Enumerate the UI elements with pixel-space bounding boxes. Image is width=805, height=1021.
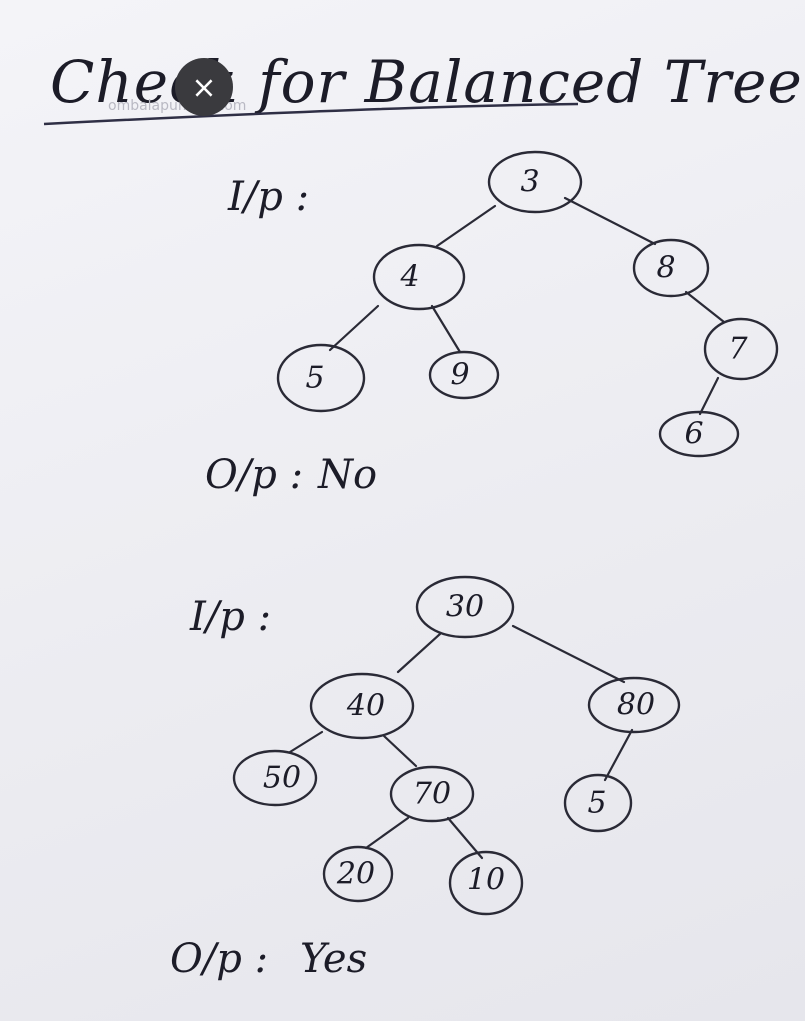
tree2-node: 10 (448, 850, 524, 916)
tree2-node-label: 40 (346, 689, 385, 724)
tree1-node-label: 9 (450, 358, 469, 393)
example-2-input-label: I/p : (189, 594, 271, 640)
tree1-node-label: 3 (520, 165, 539, 200)
tree1-edge (684, 290, 726, 324)
tree1-node: 3 (487, 150, 583, 214)
tree2-node-label: 70 (413, 777, 451, 812)
tree2-edge (382, 734, 418, 768)
tree2-node-label: 30 (446, 590, 484, 625)
tree1-node: 9 (428, 350, 500, 400)
tree2-node: 20 (322, 845, 394, 903)
tree1-node: 5 (276, 343, 366, 413)
tree1-edge (698, 376, 720, 416)
close-icon[interactable]: × (191, 71, 216, 106)
tree2-node: 30 (415, 575, 515, 639)
tree1-edge (563, 196, 657, 246)
tree2-node: 70 (389, 765, 475, 823)
tree2-edge (396, 632, 442, 674)
title-underline (43, 102, 579, 126)
tree1-node-label: 4 (399, 260, 419, 295)
tree1-edge (430, 304, 462, 354)
tree2-node-label: 50 (263, 761, 301, 796)
tree2-edge (364, 816, 410, 850)
tree2-node: 5 (563, 773, 633, 833)
close-button[interactable]: × (175, 58, 233, 116)
tree1-node: 7 (703, 317, 779, 381)
tree1-node: 6 (658, 410, 740, 458)
example-2: I/p : O/p : Yes 30 40 80 50 70 (170, 575, 681, 982)
example-2-output-label: O/p : (170, 936, 268, 982)
example-1-output-value: No (317, 452, 377, 498)
tree1-node-label: 6 (684, 417, 703, 452)
example-1-input-label: I/p : (227, 174, 309, 220)
tree2-edge (511, 624, 626, 684)
example-2-output-value: Yes (300, 936, 367, 982)
close-button-circle[interactable] (175, 58, 233, 116)
tree1-node-label: 5 (305, 361, 324, 396)
tree2-edge (288, 730, 324, 754)
tree1-node-label: 7 (728, 332, 748, 367)
tree1-node-label: 8 (656, 251, 675, 286)
tree2-node-label: 5 (587, 786, 606, 821)
tree1-node: 8 (632, 238, 710, 298)
tree2-node: 80 (587, 676, 681, 734)
tree2-node-label: 80 (617, 688, 655, 723)
tree1-node: 4 (372, 243, 466, 311)
tree2-node: 40 (309, 672, 415, 740)
example-1: I/p : O/p : No 3 4 8 5 9 (205, 150, 779, 498)
page-title: Check for Balanced Tree (50, 48, 803, 116)
tree1-edge (328, 304, 380, 352)
tree2-node-label: 10 (467, 863, 505, 898)
tree2-node-label: 20 (336, 857, 375, 892)
tree2-edge (603, 728, 634, 782)
example-1-output-label: O/p : (205, 452, 303, 498)
tree1-edge (435, 204, 497, 248)
tree2-node: 50 (232, 749, 318, 807)
tree2-edge (446, 816, 484, 860)
